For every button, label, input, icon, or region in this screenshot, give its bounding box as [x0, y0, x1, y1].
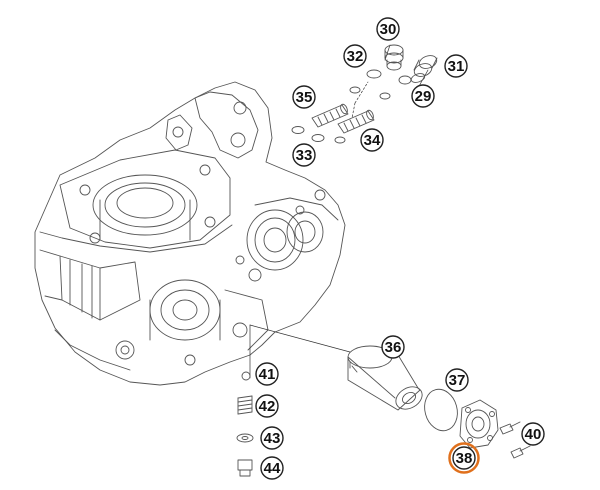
oring-33a	[291, 126, 305, 134]
callout-number: 38	[456, 450, 473, 467]
callout-34: 34	[360, 128, 384, 152]
callout-42: 42	[255, 394, 279, 418]
callout-38: 38	[448, 442, 480, 474]
callout-number: 41	[259, 366, 276, 383]
callout-number: 42	[259, 398, 276, 415]
callout-number: 29	[415, 88, 432, 105]
callout-43: 43	[260, 426, 284, 450]
callout-circle	[381, 335, 405, 359]
callout-33: 33	[292, 143, 316, 167]
washer-43-drawing	[236, 433, 254, 443]
oring-32a	[366, 69, 382, 79]
spring-42-drawing	[237, 395, 253, 415]
upper-small-parts	[291, 44, 438, 144]
filter-screen-35-drawing	[311, 103, 349, 128]
callout-number: 30	[380, 21, 397, 38]
callout-35: 35	[292, 85, 316, 109]
oring-32b	[349, 86, 361, 94]
callout-number: 34	[364, 132, 381, 149]
callout-number: 33	[296, 147, 313, 164]
oring-29a	[398, 75, 412, 85]
filter-screen-34-drawing	[337, 109, 375, 134]
callout-circle	[343, 44, 367, 68]
oring-34a	[334, 136, 346, 144]
callout-number: 35	[296, 89, 313, 106]
callout-circle	[445, 368, 469, 392]
callout-number: 43	[264, 430, 281, 447]
ball-41-drawing	[241, 371, 251, 381]
callout-layer: 30 31 32 29 35 34 33 36 37 40 38 41 42 43 44	[255, 17, 545, 480]
callout-44: 44	[260, 456, 284, 480]
small-parts-41-44-drawing	[236, 371, 254, 477]
screws-40-drawing	[499, 421, 531, 459]
callout-41: 41	[255, 362, 279, 386]
callout-40: 40	[521, 422, 545, 446]
callout-31: 31	[444, 54, 468, 78]
callout-37: 37	[445, 368, 469, 392]
callout-32: 32	[343, 44, 367, 68]
callout-circle	[411, 84, 435, 108]
callout-circle	[292, 143, 316, 167]
callout-number: 44	[264, 460, 281, 477]
callout-number: 40	[525, 426, 542, 443]
oring-37-drawing	[424, 388, 458, 432]
plug-31-drawing	[410, 55, 438, 83]
engine-crankcase-drawing	[34, 81, 346, 386]
callout-number: 32	[347, 48, 364, 65]
oring-33b	[311, 134, 325, 142]
callout-circle	[521, 422, 545, 446]
callout-30: 30	[376, 17, 400, 41]
callout-number: 37	[449, 372, 466, 389]
callout-number: 31	[448, 58, 465, 75]
callout-29: 29	[411, 84, 435, 108]
callout-circle	[452, 446, 476, 470]
callout-number: 36	[385, 339, 402, 356]
callout-36: 36	[381, 335, 405, 359]
callout-circle	[260, 426, 284, 450]
callout-circle	[360, 128, 384, 152]
plug-44-drawing	[237, 459, 253, 477]
callout-highlight-ring	[448, 442, 480, 474]
callout-circle	[255, 362, 279, 386]
callout-circle	[255, 394, 279, 418]
callout-circle	[292, 85, 316, 109]
plug-30-drawing	[384, 44, 404, 71]
callout-circle	[444, 54, 468, 78]
callout-circle	[376, 17, 400, 41]
callout-circle	[260, 456, 284, 480]
leader-lines	[249, 44, 429, 379]
filter-cover-drawing	[459, 399, 499, 449]
oring-29b	[379, 92, 391, 100]
